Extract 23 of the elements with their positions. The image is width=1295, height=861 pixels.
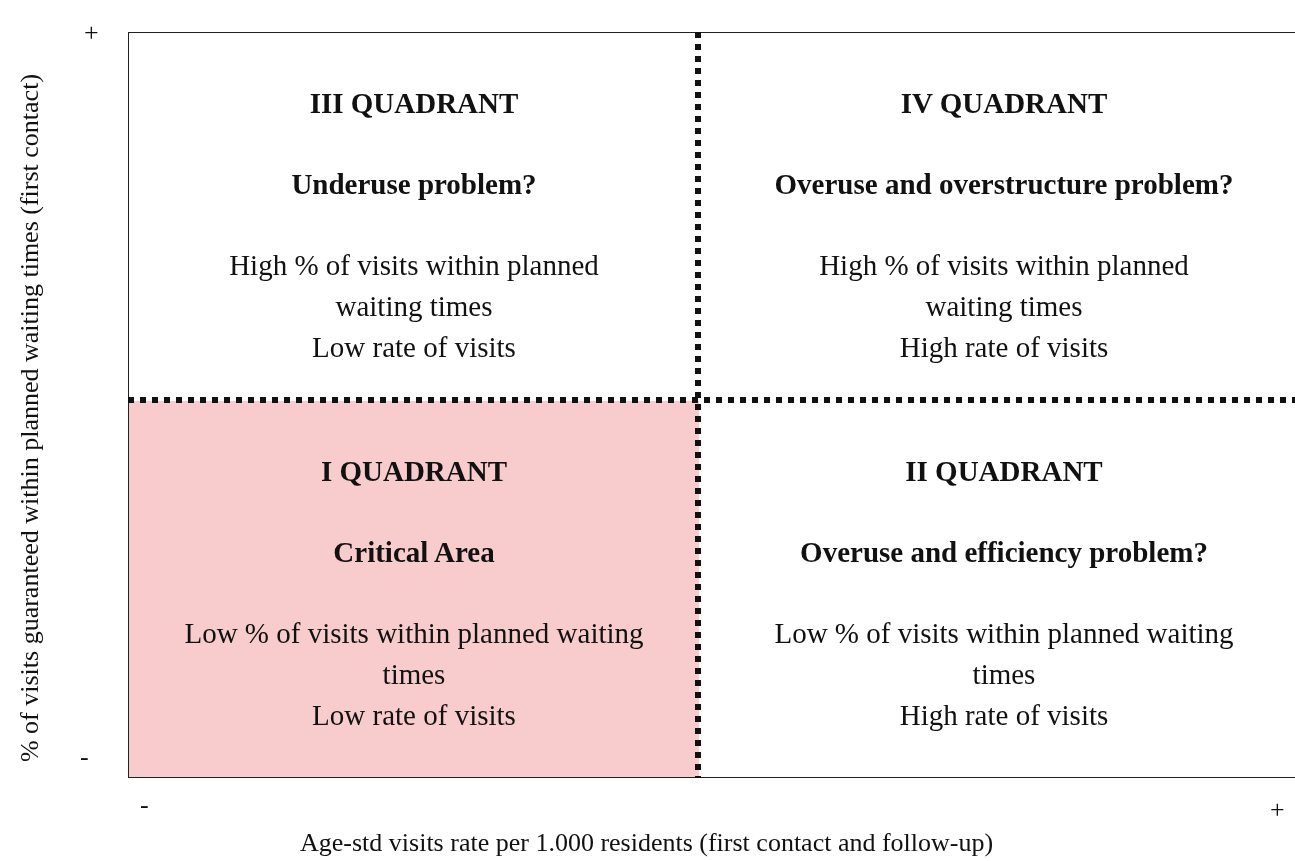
quadrant-heading: II QUADRANT bbox=[905, 454, 1103, 489]
quadrant-description: Low % of visits within planned waiting times bbox=[184, 616, 644, 692]
highlighted-quadrant bbox=[129, 401, 699, 777]
quadrant-heading: I QUADRANT bbox=[320, 454, 508, 489]
quadrant-description: Low % of visits within planned waiting times bbox=[774, 616, 1234, 692]
quadrant-description: High rate of visits bbox=[898, 698, 1110, 733]
quadrant-question: Overuse and overstructure problem? bbox=[774, 167, 1234, 202]
quadrant-question: Overuse and efficiency problem? bbox=[800, 535, 1208, 570]
quadrant-heading: IV QUADRANT bbox=[900, 86, 1108, 121]
axis-sign: + bbox=[1270, 795, 1285, 825]
quadrant-description: Low rate of visits bbox=[311, 330, 517, 365]
axis-sign: + bbox=[84, 18, 99, 48]
quadrant-description: High % of visits within planned waiting times bbox=[228, 248, 600, 324]
axis-sign: - bbox=[140, 790, 149, 820]
quadrant-question: Underuse problem? bbox=[291, 167, 537, 202]
quadrant-question: Critical Area bbox=[333, 535, 495, 570]
quadrant-description: High % of visits within planned waiting times bbox=[818, 248, 1190, 324]
quadrant-heading: III QUADRANT bbox=[309, 86, 519, 121]
axis-sign: - bbox=[80, 742, 89, 772]
quadrant-description: High rate of visits bbox=[898, 330, 1110, 365]
quadrant-description: Low rate of visits bbox=[311, 698, 517, 733]
x-axis-title: Age-std visits rate per 1.000 residents (first contact and follow-up) bbox=[300, 828, 994, 858]
y-axis-title: % of visits guaranteed within planned waiting times (first contact) bbox=[15, 73, 46, 763]
